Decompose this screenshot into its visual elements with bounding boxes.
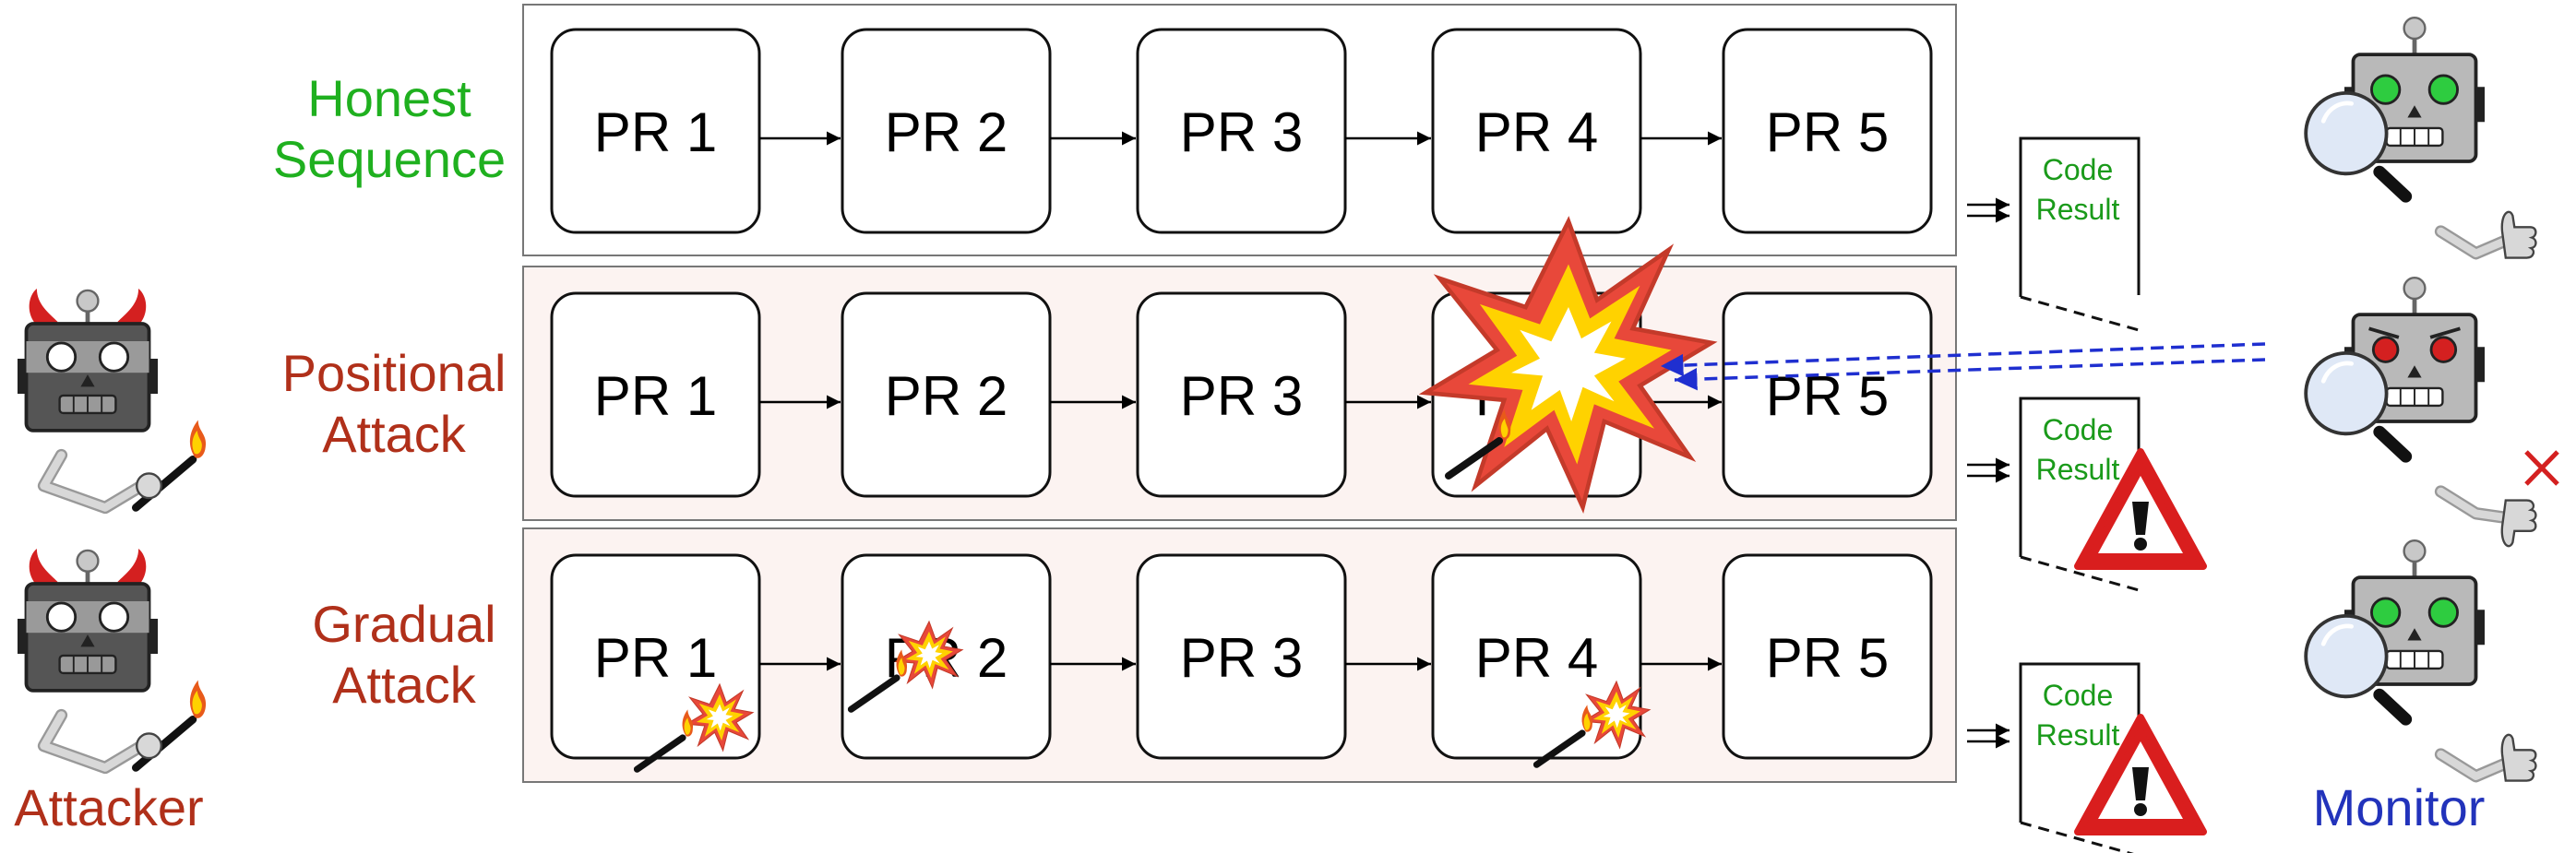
pr-box: PR 5: [1722, 28, 1933, 234]
positional-label-line1: Positional: [282, 344, 507, 402]
pr-box-label: PR 3: [1180, 627, 1303, 689]
pr-box-label: PR 4: [1475, 101, 1598, 163]
code-result-line1: Code: [2043, 679, 2114, 712]
pr-box-label: PR 1: [594, 365, 717, 427]
attacker-icon: [18, 549, 206, 768]
pr-box-label: PR 1: [594, 101, 717, 163]
x-mark-icon: [2524, 450, 2559, 486]
honest-label-line1: Honest: [307, 69, 471, 127]
pr-box: PR 5: [1722, 291, 1933, 498]
pr-box-label: PR 3: [1180, 365, 1303, 427]
pr-box: PR 1: [550, 28, 761, 234]
pr-box-layer: PR 1 PR 2 PR 3 PR 4 PR 5 PR 1 PR 2 PR 3 PR 4 PR 5…: [550, 28, 1933, 760]
warning-layer: [2078, 452, 2203, 832]
attacker-icon: [18, 289, 206, 508]
code-result-line2: Result: [2036, 718, 2120, 752]
pr-box: PR 2: [841, 28, 1052, 234]
pr-box-label: PR 5: [1766, 627, 1889, 689]
attacker-label: Attacker: [14, 778, 203, 836]
pr-box-label: PR 3: [1180, 101, 1303, 163]
pr-box-label: PR 5: [1766, 101, 1889, 163]
pr-box-label: PR 4: [1475, 627, 1598, 689]
pr-box: PR 3: [1136, 553, 1347, 760]
pr-box-label: PR 2: [885, 101, 1008, 163]
pr-box-label: PR 2: [885, 365, 1008, 427]
pr-box-label: PR 1: [594, 627, 717, 689]
code-result-line2: Result: [2036, 193, 2120, 226]
monitor-inspection-arrows: [1660, 342, 2266, 391]
pr-box: PR 4: [1431, 553, 1642, 760]
pr-box: PR 2: [841, 291, 1052, 498]
pr-box: PR 4: [1431, 28, 1642, 234]
honest-label-line2: Sequence: [273, 130, 506, 188]
gradual-label-line1: Gradual: [312, 595, 495, 653]
code-result-line1: Code: [2043, 153, 2114, 186]
pr-box: PR 3: [1136, 291, 1347, 498]
code-result-line2: Result: [2036, 453, 2120, 486]
monitor-label: Monitor: [2313, 778, 2486, 836]
monitor-ok-icon: [2306, 18, 2535, 257]
pr-box: PR 1: [550, 291, 761, 498]
gradual-label-line2: Attack: [332, 656, 477, 714]
code-result-line1: Code: [2043, 413, 2114, 446]
pr-box: PR 5: [1722, 553, 1933, 760]
monitor-fail-icon: [2306, 278, 2535, 546]
monitor-ok-icon: [2306, 540, 2535, 780]
positional-label-line2: Attack: [322, 405, 467, 463]
pr-box: PR 3: [1136, 28, 1347, 234]
